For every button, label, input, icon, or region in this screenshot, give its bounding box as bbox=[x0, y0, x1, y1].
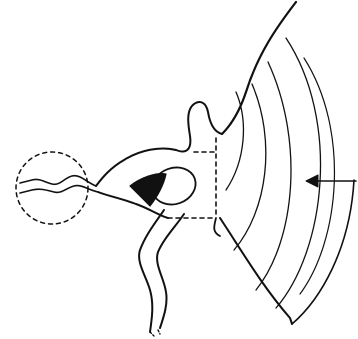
inner-curve-3 bbox=[256, 62, 291, 290]
stem-right-edge bbox=[157, 214, 184, 328]
inner-curve-1 bbox=[226, 92, 243, 190]
stem-dashed-tip bbox=[150, 330, 160, 336]
arrow-head bbox=[306, 175, 318, 187]
upper-flange bbox=[176, 102, 222, 151]
outer-body-bottom-edge bbox=[220, 218, 292, 324]
inner-curve-4 bbox=[276, 38, 321, 308]
dashed-circle-callout bbox=[16, 152, 88, 224]
outer-body-right-curve bbox=[292, 180, 354, 324]
filament-lower bbox=[20, 186, 98, 193]
filament-upper bbox=[20, 176, 96, 186]
lower-skirt bbox=[214, 218, 220, 236]
